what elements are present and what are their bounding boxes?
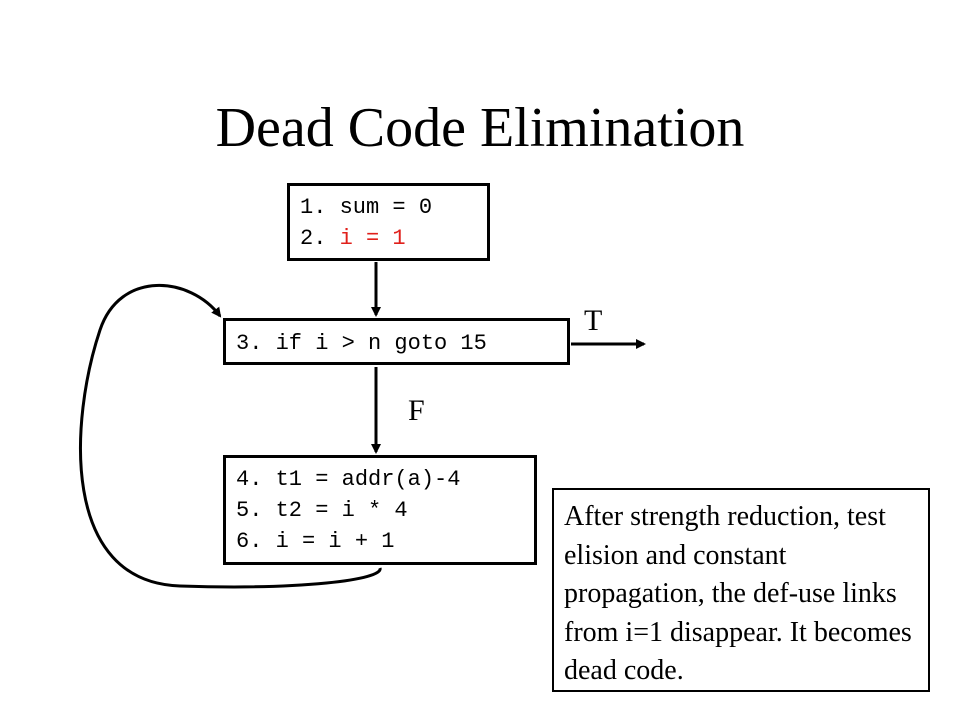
highlighted-dead-assignment: i = 1 (339, 226, 406, 251)
code-line-3: 3. if i > n goto 15 (236, 331, 487, 356)
code-line-6: 6. i = i + 1 (236, 529, 395, 554)
false-branch-label: F (408, 394, 425, 427)
code-line-2-prefix: 2. (300, 226, 340, 251)
true-branch-label: T (584, 304, 603, 337)
basic-block-3: 4. t1 = addr(a)-4 5. t2 = i * 4 6. i = i… (223, 455, 537, 565)
slide-title: Dead Code Elimination (215, 97, 745, 159)
edge-loop-back (79, 284, 382, 589)
code-line-1: 1. sum = 0 (300, 195, 433, 220)
code-line-4: 4. t1 = addr(a)-4 (236, 467, 461, 492)
code-line-2: 2. i = 1 (300, 223, 477, 254)
basic-block-1: 1. sum = 0 2. i = 1 (287, 183, 490, 261)
code-line-5: 5. t2 = i * 4 (236, 498, 408, 523)
explanation-note: After strength reduction, test elision a… (552, 488, 930, 692)
basic-block-2: 3. if i > n goto 15 (223, 318, 570, 365)
